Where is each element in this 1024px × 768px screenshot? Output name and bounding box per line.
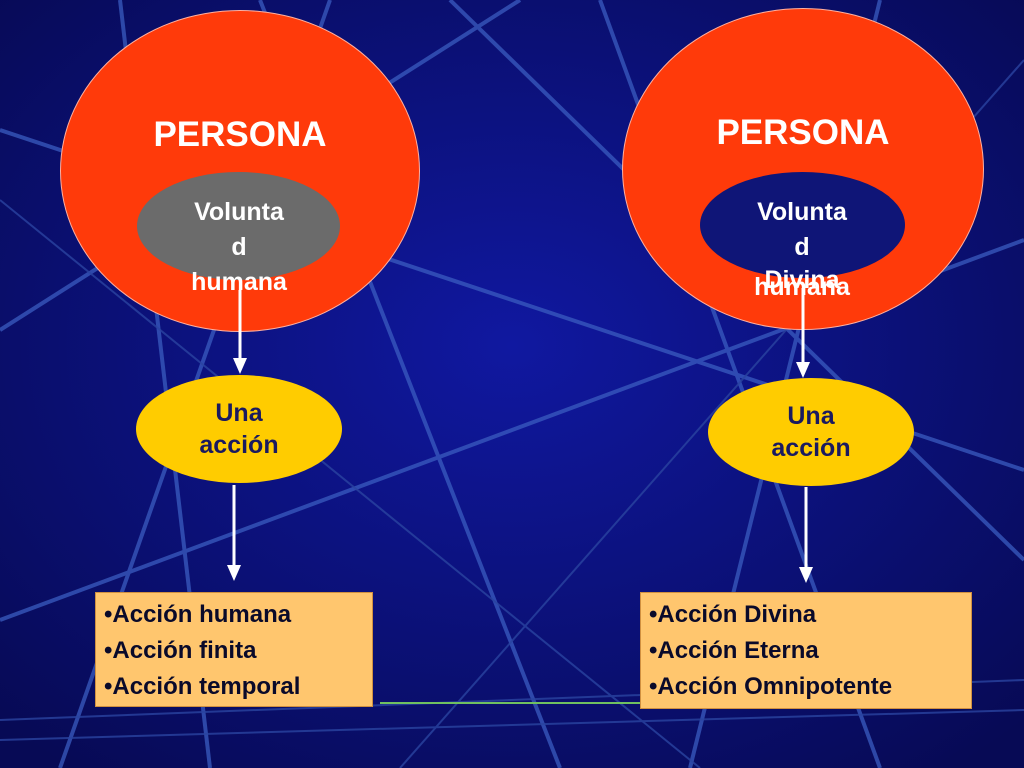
will-right-line2: d: [794, 233, 810, 261]
will-text-right: Volunta d humana Divina: [727, 195, 877, 301]
list-box-right: •Acción Divina •Acción Eterna •Acción Om…: [640, 592, 972, 709]
persona-title-left: PERSONA: [153, 115, 327, 154]
action-right-line2: acción: [771, 434, 851, 462]
action-ellipse-right: Una acción: [708, 378, 914, 486]
list-item-left-1: •Acción humana: [104, 601, 292, 628]
persona-title-right: PERSONA: [716, 113, 890, 152]
will-left-line1: Volunta: [194, 198, 284, 226]
list-item-right-1: •Acción Divina: [649, 601, 817, 628]
arrow-left-2: [227, 485, 241, 581]
will-text-left: Volunta d humana: [164, 195, 314, 300]
will-right-line1: Volunta: [757, 198, 847, 226]
action-ellipse-left: Una acción: [136, 375, 342, 483]
arrow-right-1: [796, 288, 810, 378]
arrow-right-2: [799, 487, 813, 583]
will-left-line2: d: [231, 233, 247, 261]
list-item-left-2: •Acción finita: [104, 637, 257, 664]
persona-circle-right: PERSONA: [622, 8, 984, 330]
list-item-left-3: •Acción temporal: [104, 673, 301, 700]
action-right-line1: Una: [787, 402, 835, 430]
list-item-right-2: •Acción Eterna: [649, 637, 819, 664]
list-box-left: •Acción humana •Acción finita •Acción te…: [95, 592, 373, 707]
will-ellipse-human: [137, 172, 340, 280]
arrow-left-1: [233, 290, 247, 374]
action-left-line2: acción: [199, 431, 279, 459]
will-ellipse-divine: [700, 172, 905, 278]
action-left-line1: Una: [215, 399, 263, 427]
list-item-right-3: •Acción Omnipotente: [649, 673, 893, 700]
